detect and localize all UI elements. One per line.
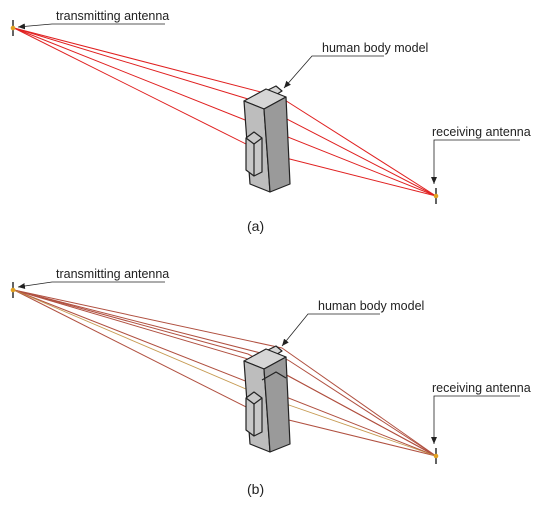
ray-reflect-2b [279,96,437,197]
ray-b-5b [287,359,437,457]
receiving-antenna-a [433,188,439,204]
caption-a: (a) [247,218,264,234]
ray-direct [13,289,437,457]
human-body-model-a [243,85,291,193]
ray-reflect-3b [261,151,437,197]
callout-lines-b [17,281,520,444]
rays-b [13,289,437,457]
label-human-body-model-a: human body model [322,41,428,55]
ray-reflect-3 [13,27,263,153]
label-receiving-antenna-b: receiving antenna [432,381,531,395]
label-human-body-model-b: human body model [318,299,424,313]
ray-reflect-1 [13,27,249,100]
transmitting-antenna-b [10,282,16,298]
receiving-antenna-b [433,448,439,464]
label-receiving-antenna-a: receiving antenna [432,125,531,139]
caption-b: (b) [247,481,264,497]
transmitting-antenna-a [10,20,16,36]
callout-lines-a [17,23,520,184]
ray-b-3 [13,289,269,366]
ray-b-1 [13,289,249,355]
human-body-model-b [243,345,291,453]
label-transmitting-antenna-a: transmitting antenna [56,9,169,23]
ray-b-2 [13,289,283,349]
ray-direct [13,27,437,197]
label-transmitting-antenna-b: transmitting antenna [56,267,169,281]
ray-b-2b [281,347,437,457]
ray-b-5 [13,289,289,361]
ray-b-3b [267,364,437,457]
panel-a: transmitting antenna human body model re… [10,9,531,234]
ray-reflect-2 [13,27,281,98]
ray-b-4 [13,289,257,413]
rays-b-alt [13,289,437,457]
panel-b: transmitting antenna human body model re… [10,267,531,497]
